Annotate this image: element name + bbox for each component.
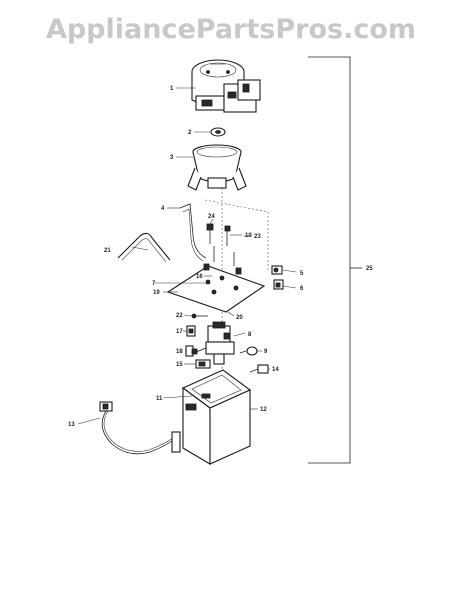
callout-5: 5 [300, 271, 304, 277]
callout-21: 21 [104, 248, 111, 254]
callout-labels: 1 2 3 4 5 6 7 8 9 10 11 12 13 14 15 16 1… [68, 86, 373, 428]
callout-6: 6 [300, 286, 304, 292]
small-screw [191, 313, 208, 319]
callout-13: 13 [68, 422, 75, 428]
callout-18: 18 [176, 349, 183, 355]
callout-25: 25 [366, 266, 373, 272]
callout-2: 2 [188, 130, 192, 136]
elbow-fitting [249, 364, 269, 374]
pump-assembly [195, 321, 235, 365]
callout-10: 10 [245, 233, 252, 239]
callout-23: 23 [254, 234, 261, 240]
pump-seal [195, 359, 211, 369]
callout-11: 11 [156, 396, 163, 402]
callout-4: 4 [161, 206, 165, 212]
fittings-left [185, 325, 198, 357]
callout-20: 20 [236, 315, 243, 321]
callout-17: 17 [176, 329, 183, 335]
leader-lines [77, 87, 297, 425]
callout-3: 3 [170, 155, 174, 161]
callout-24: 24 [208, 214, 215, 220]
power-cord [99, 401, 181, 455]
hose-clamp [239, 346, 258, 356]
callout-7: 7 [152, 281, 156, 287]
callout-12: 12 [260, 407, 267, 413]
timer-motor-module [191, 59, 261, 113]
mounting-nut [210, 127, 226, 137]
assembly-bracket [308, 56, 351, 464]
reservoir-tank [181, 369, 252, 465]
callout-15: 15 [176, 362, 183, 368]
u-tube [117, 232, 171, 263]
callout-16: 16 [196, 274, 203, 280]
drive-housing [187, 144, 247, 191]
callout-1: 1 [170, 86, 174, 92]
callout-8: 8 [248, 332, 252, 338]
hose-tube [179, 203, 207, 259]
callout-9: 9 [264, 349, 268, 355]
side-clips [271, 265, 284, 290]
watermark-text: AppliancePartsPros.com [45, 14, 417, 45]
callout-22: 22 [176, 313, 183, 319]
callout-14: 14 [272, 367, 279, 373]
screws-upper [206, 223, 235, 266]
mounting-plate [166, 263, 266, 313]
callout-19: 19 [153, 290, 160, 296]
